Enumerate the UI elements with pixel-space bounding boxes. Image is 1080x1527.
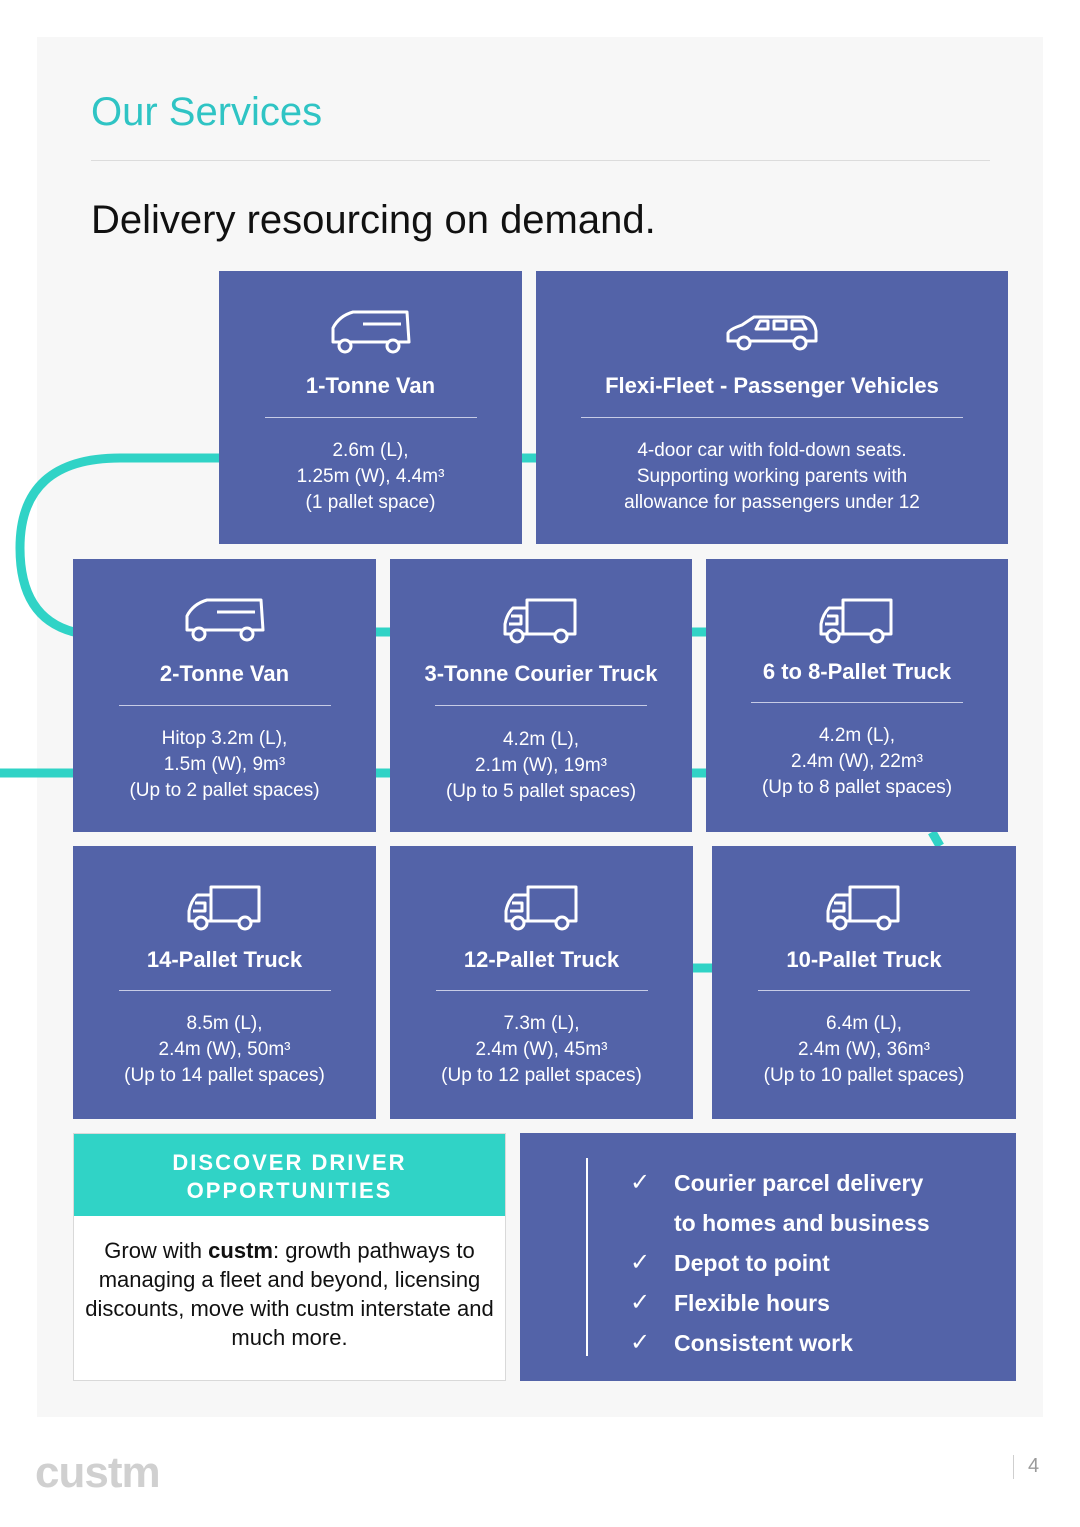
service-card-1-tonne-van: 1-Tonne Van 2.6m (L), 1.25m (W), 4.4m³ (… [219, 271, 522, 544]
card-description: Hitop 3.2m (L), 1.5m (W), 9m³ (Up to 2 p… [81, 726, 368, 804]
card-description: 4.2m (L), 2.4m (W), 22m³ (Up to 8 pallet… [714, 723, 1000, 801]
desc-line: (1 pallet space) [305, 492, 436, 513]
driver-opportunities-heading: DISCOVER DRIVER OPPORTUNITIES [74, 1134, 505, 1216]
benefit-text: Consistent work [674, 1330, 853, 1356]
benefits-panel: ✓ Courier parcel delivery to homes and b… [520, 1133, 1016, 1381]
card-title: 3-Tonne Courier Truck [424, 661, 658, 686]
desc-line: 4-door car with fold-down seats. [637, 440, 907, 461]
desc-line: 2.6m (L), [332, 440, 409, 461]
heading-line: OPPORTUNITIES [186, 1178, 393, 1203]
card-divider [435, 990, 648, 991]
benefit-item: ✓ Courier parcel delivery to homes and b… [630, 1163, 930, 1243]
service-card-10-pallet-truck: 10-Pallet Truck 6.4m (L), 2.4m (W), 36m³… [712, 846, 1016, 1119]
card-divider [758, 990, 970, 991]
desc-line: 8.5m (L), [186, 1013, 263, 1034]
desc-line: 7.3m (L), [503, 1013, 580, 1034]
service-card-12-pallet-truck: 12-Pallet Truck 7.3m (L), 2.4m (W), 45m³… [390, 846, 693, 1119]
divider [91, 160, 990, 161]
desc-line: 2.4m (W), 22m³ [791, 751, 923, 772]
check-icon: ✓ [630, 1169, 651, 1196]
card-divider [118, 705, 331, 706]
truck-icon [503, 598, 577, 644]
check-icon: ✓ [630, 1289, 651, 1316]
service-card-flexi-fleet: Flexi-Fleet - Passenger Vehicles 4-door … [536, 271, 1008, 544]
custm-logo: custm [35, 1448, 161, 1497]
desc-line: 1.25m (W), 4.4m³ [296, 466, 445, 487]
card-title: 1-Tonne Van [305, 373, 436, 398]
benefit-text: Courier parcel delivery [674, 1170, 924, 1196]
card-description: 6.4m (L), 2.4m (W), 36m³ (Up to 10 palle… [720, 1011, 1008, 1089]
benefits-divider [586, 1158, 588, 1356]
card-title: 12-Pallet Truck [463, 947, 620, 972]
check-icon: ✓ [630, 1249, 651, 1276]
card-description: 4-door car with fold-down seats. Support… [544, 438, 1000, 516]
brand-name: custm [208, 1238, 273, 1263]
check-icon: ✓ [630, 1329, 651, 1356]
truck-icon [826, 885, 900, 931]
desc-line: 4.2m (L), [502, 729, 580, 750]
card-description: 4.2m (L), 2.1m (W), 19m³ (Up to 5 pallet… [398, 727, 684, 805]
card-divider [751, 702, 963, 703]
service-card-14-pallet-truck: 14-Pallet Truck 8.5m (L), 2.4m (W), 50m³… [73, 846, 376, 1119]
card-divider [581, 417, 963, 418]
card-divider [118, 990, 331, 991]
benefit-item: ✓ Flexible hours [630, 1283, 930, 1323]
desc-line: 2.4m (W), 36m³ [798, 1039, 930, 1060]
truck-icon [187, 885, 260, 931]
desc-line: (Up to 8 pallet spaces) [761, 777, 953, 798]
van-icon [185, 598, 264, 642]
page-headline: Delivery resourcing on demand. [91, 198, 656, 242]
desc-line: Hitop 3.2m (L), [161, 728, 288, 749]
card-description: 2.6m (L), 1.25m (W), 4.4m³ (1 pallet spa… [227, 438, 514, 516]
card-divider [264, 417, 477, 418]
desc-line: (Up to 10 pallet spaces) [763, 1065, 965, 1086]
page-number-separator [1013, 1455, 1014, 1479]
desc-line: allowance for passengers under 12 [624, 492, 920, 513]
desc-line: (Up to 5 pallet spaces) [445, 781, 637, 802]
car-icon [726, 315, 818, 351]
desc-line: 2.4m (W), 50m³ [158, 1039, 291, 1060]
desc-line: 2.4m (W), 45m³ [475, 1039, 608, 1060]
card-divider [435, 705, 647, 706]
driver-opportunities-text: Grow with custm: growth pathways to mana… [84, 1236, 495, 1352]
service-card-2-tonne-van: 2-Tonne Van Hitop 3.2m (L), 1.5m (W), 9m… [73, 559, 376, 832]
body-prefix: Grow with [104, 1238, 209, 1263]
truck-icon [504, 885, 577, 931]
service-card-6-to-8-pallet-truck: 6 to 8-Pallet Truck 4.2m (L), 2.4m (W), … [706, 559, 1008, 832]
card-title: Flexi-Fleet - Passenger Vehicles [605, 373, 939, 398]
benefit-text: to homes and business [674, 1210, 930, 1236]
body-suffix: : growth pathways to managing a fleet an… [85, 1238, 494, 1350]
section-title: Our Services [91, 90, 323, 134]
desc-line: 4.2m (L), [818, 725, 896, 746]
benefit-item: ✓ Consistent work [630, 1323, 930, 1363]
heading-line: DISCOVER DRIVER [172, 1150, 407, 1175]
desc-line: 2.1m (W), 19m³ [475, 755, 607, 776]
desc-line: (Up to 2 pallet spaces) [129, 780, 320, 801]
card-description: 8.5m (L), 2.4m (W), 50m³ (Up to 14 palle… [81, 1011, 368, 1089]
driver-opportunities-box: DISCOVER DRIVER OPPORTUNITIES Grow with … [73, 1133, 506, 1381]
card-title: 2-Tonne Van [159, 661, 290, 686]
benefit-item: ✓ Depot to point [630, 1243, 930, 1283]
van-icon [331, 310, 410, 354]
benefit-text: Depot to point [674, 1250, 830, 1276]
service-card-3-tonne-courier-truck: 3-Tonne Courier Truck 4.2m (L), 2.1m (W)… [390, 559, 692, 832]
desc-line: (Up to 14 pallet spaces) [124, 1065, 325, 1086]
desc-line: 1.5m (W), 9m³ [163, 754, 286, 775]
desc-line: 6.4m (L), [825, 1013, 903, 1034]
card-title: 14-Pallet Truck [146, 947, 303, 972]
benefits-list: ✓ Courier parcel delivery to homes and b… [630, 1163, 930, 1363]
truck-icon [819, 598, 893, 644]
card-description: 7.3m (L), 2.4m (W), 45m³ (Up to 12 palle… [398, 1011, 685, 1089]
page-number: 4 [1028, 1455, 1040, 1477]
desc-line: Supporting working parents with [636, 466, 908, 487]
desc-line: (Up to 12 pallet spaces) [441, 1065, 642, 1086]
card-title: 6 to 8-Pallet Truck [762, 659, 952, 684]
card-title: 10-Pallet Truck [786, 947, 942, 972]
benefit-text: Flexible hours [674, 1290, 830, 1316]
